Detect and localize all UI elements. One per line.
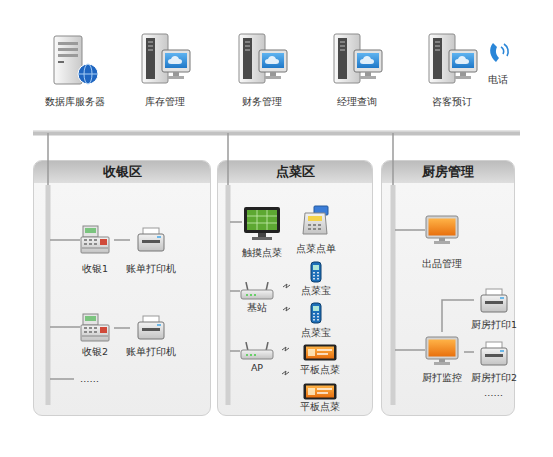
- register-icon: [81, 314, 109, 341]
- drop-wire: [47, 133, 49, 186]
- device-label: 数据库服务器: [45, 96, 105, 108]
- router-icon: [241, 282, 273, 299]
- monitor-icon: [426, 216, 458, 244]
- device-label: 基站: [247, 302, 267, 314]
- zone-title: 厨房管理: [382, 161, 514, 183]
- tablet-icon: [304, 345, 337, 361]
- zone-panel: 收银区收银1账单打印机收银2账单打印机: [33, 160, 211, 416]
- drop-wire: [392, 133, 394, 186]
- device-node: 厨房打印2: [474, 338, 514, 384]
- zone-panel: 点菜区触摸点菜点菜点单点菜宝基站点菜宝AP平板点菜平板点菜: [217, 160, 373, 416]
- connector-line: [464, 351, 474, 353]
- device-node: 经理查询: [330, 32, 384, 108]
- device-label: 账单打印机: [126, 263, 176, 275]
- printer-icon: [481, 289, 507, 312]
- device-label: 点菜宝: [301, 327, 331, 339]
- device-node: 基站: [237, 280, 277, 314]
- zone-bar: [226, 185, 231, 405]
- device-node: 点菜宝: [298, 300, 334, 339]
- workstation-icon: [429, 34, 477, 83]
- phone-icon: [490, 43, 508, 62]
- device-label: 财务管理: [242, 96, 282, 108]
- device-node: 厨打监控: [420, 332, 464, 384]
- device-label: 点菜宝: [301, 285, 331, 297]
- device-label: 收银1: [82, 263, 108, 275]
- device-node: 财务管理: [235, 32, 289, 108]
- device-node: 收银2: [76, 310, 114, 358]
- device-node: 收银1: [76, 222, 114, 275]
- device-label: 平板点菜: [300, 364, 340, 376]
- device-node: 平板点菜: [296, 381, 344, 413]
- workstation-icon: [334, 34, 382, 83]
- zone-title: 收银区: [34, 161, 210, 183]
- workstation-icon: [239, 34, 287, 83]
- device-label: 收银2: [82, 346, 108, 358]
- device-node: 点菜点单: [292, 203, 340, 255]
- device-label: 厨房打印2: [471, 372, 517, 384]
- tablet-icon: [304, 384, 337, 400]
- device-node: 电话: [486, 36, 510, 86]
- device-label: AP: [251, 362, 263, 374]
- connector-line: [114, 239, 130, 241]
- device-node: 平板点菜: [296, 342, 344, 376]
- network-bus: [33, 131, 520, 132]
- printer-icon: [138, 316, 164, 339]
- zone-bar: [46, 185, 51, 405]
- device-label: 库存管理: [145, 96, 185, 108]
- printer-icon: [138, 228, 164, 251]
- drop-wire: [227, 133, 229, 186]
- register-icon: [81, 226, 109, 253]
- device-node: 触摸点菜: [238, 203, 286, 259]
- zone-bar: [391, 185, 396, 405]
- connector-line: [114, 327, 130, 329]
- device-label: 经理查询: [337, 96, 377, 108]
- device-label: 触摸点菜: [242, 247, 282, 259]
- device-node: 账单打印机: [130, 310, 172, 358]
- branch-wire: [50, 222, 425, 379]
- device-node: AP: [237, 340, 277, 374]
- touch-terminal-icon: [244, 207, 280, 240]
- ellipsis-note: ……: [484, 387, 503, 399]
- device-label: 点菜点单: [296, 243, 336, 255]
- device-label: 出品管理: [422, 258, 462, 270]
- monitor-icon: [426, 337, 458, 365]
- server-icon: [54, 36, 98, 84]
- device-node: 厨房打印1: [474, 285, 514, 331]
- device-label: 厨房打印1: [471, 319, 517, 331]
- device-label: 账单打印机: [126, 346, 176, 358]
- network-bus: [33, 131, 520, 136]
- device-label: 平板点菜: [300, 401, 340, 413]
- handheld-icon: [311, 262, 321, 282]
- workstation-icon: [142, 34, 190, 83]
- connector-line: [442, 300, 474, 332]
- printer-icon: [481, 342, 507, 365]
- device-node: 账单打印机: [130, 222, 172, 275]
- zone-title: 点菜区: [218, 161, 372, 183]
- device-node: 数据库服务器: [44, 32, 106, 108]
- ellipsis-note: ……: [80, 373, 99, 385]
- device-label: 电话: [488, 74, 508, 86]
- device-label: 厨打监控: [422, 372, 462, 384]
- device-node: 出品管理: [418, 212, 466, 270]
- device-label: 咨客预订: [432, 96, 472, 108]
- handheld-icon: [311, 303, 321, 323]
- device-node: 咨客预订: [425, 32, 479, 108]
- device-node: 点菜宝: [298, 259, 334, 297]
- card-reader-icon: [303, 206, 328, 234]
- device-node: 库存管理: [138, 32, 192, 108]
- router-icon: [241, 342, 273, 359]
- wireless-mark: [282, 284, 290, 375]
- zone-panel: 厨房管理出品管理厨房打印1 厨打监控厨房打印2: [381, 160, 515, 416]
